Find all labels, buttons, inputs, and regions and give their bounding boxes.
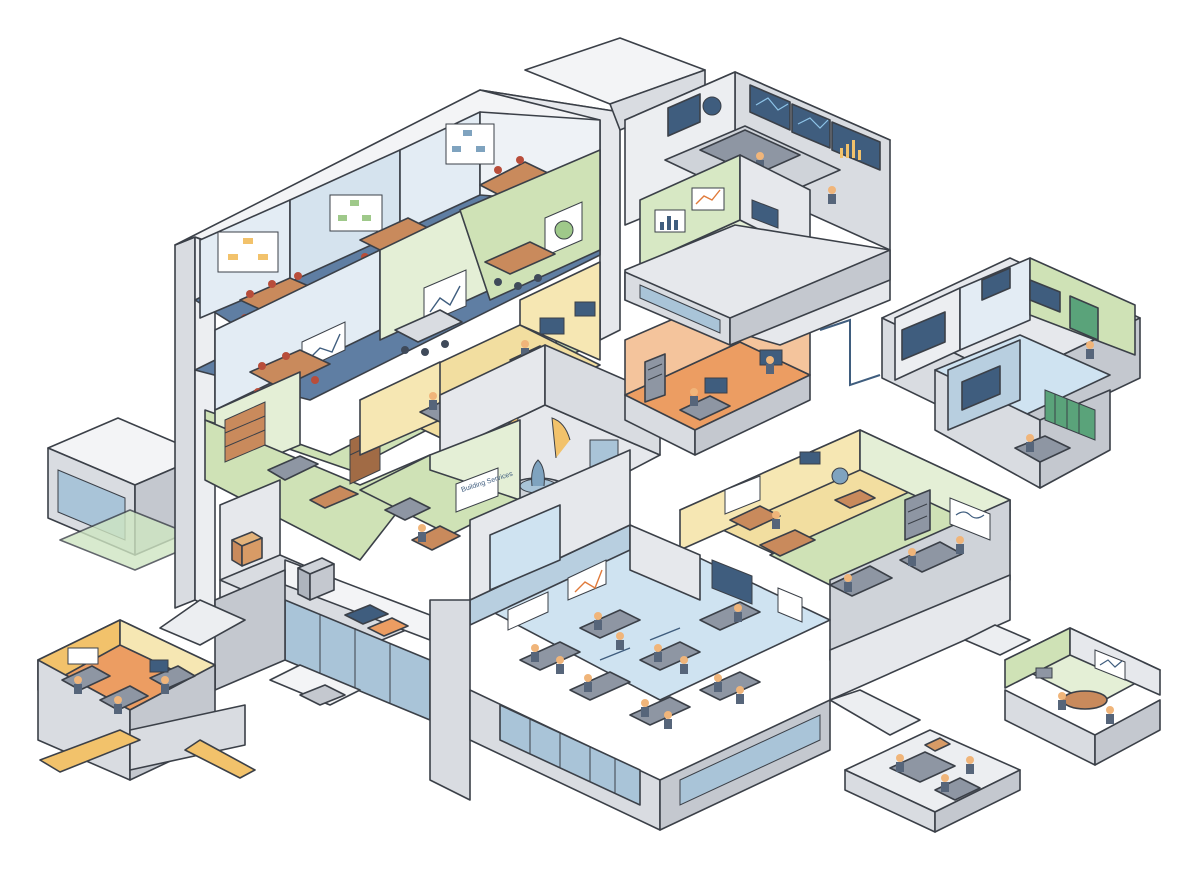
box-icon [231, 531, 335, 601]
stacked-folders [344, 604, 409, 637]
zone-meeting-rooms [194, 149, 601, 411]
person [690, 356, 774, 406]
person [429, 340, 529, 410]
person [896, 754, 974, 792]
monitor-wall-icon [667, 84, 881, 171]
person [418, 524, 426, 542]
reception-icon [889, 737, 981, 801]
zone-green-pod [1004, 627, 1161, 766]
zone-green-offices [679, 429, 1011, 661]
reading-table [267, 455, 359, 509]
zone-open-plan-office [429, 449, 1011, 831]
workstation-icon [507, 559, 803, 631]
bar-chart-icon [654, 187, 779, 233]
person [1058, 692, 1114, 724]
conference-table [239, 161, 553, 314]
whiteboard-icon [724, 451, 991, 541]
zone-analytics-room [624, 154, 891, 346]
walkways [159, 599, 1031, 736]
cabinet-icon [904, 489, 931, 541]
person [531, 604, 744, 729]
zone-orange-pod [37, 619, 256, 781]
desk-cluster [519, 601, 761, 726]
connector-line [819, 318, 881, 387]
org-chart-icon [217, 123, 495, 273]
person [772, 511, 964, 592]
chair-set [401, 274, 542, 356]
video-screen-icon [901, 267, 1099, 361]
round-table-icon [1035, 649, 1126, 710]
zone-desk-pod [844, 729, 1021, 833]
zone-media-pod [881, 257, 1141, 489]
server-icon [644, 353, 666, 403]
person [74, 676, 169, 714]
person [1026, 341, 1094, 452]
